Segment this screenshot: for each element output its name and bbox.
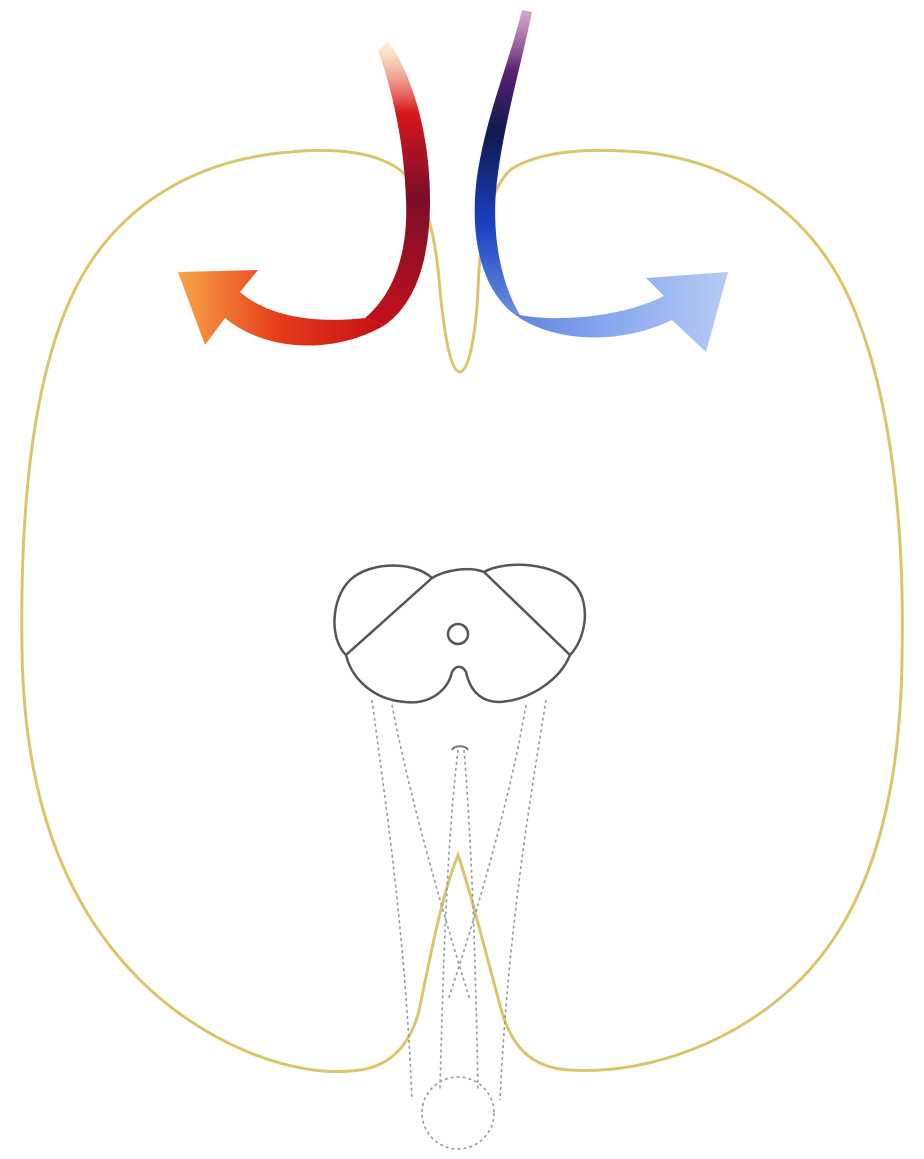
brainstem-crosssection <box>334 565 584 703</box>
spinal-cord-tip <box>452 746 468 750</box>
brain-outline <box>22 150 903 1071</box>
blue-arrow <box>500 272 728 352</box>
red-arrow <box>178 270 385 346</box>
red-stream-stem <box>365 42 430 325</box>
spinal-cord <box>372 700 546 1149</box>
